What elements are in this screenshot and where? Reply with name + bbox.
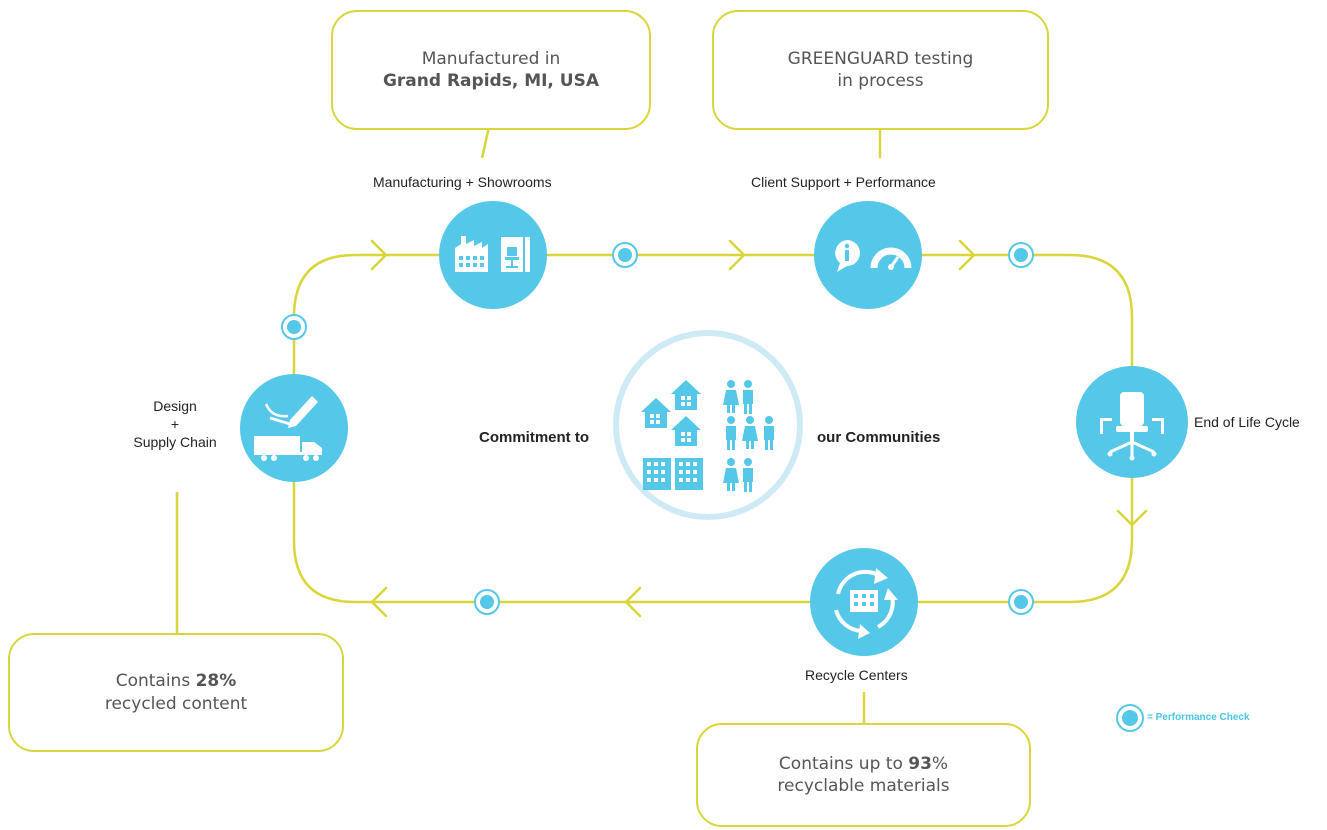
- stage-recycle-node: [810, 548, 918, 656]
- stage-label-design-line1: Design: [153, 398, 197, 414]
- center-label-left: Commitment to: [479, 429, 589, 446]
- performance-check-icon: [474, 589, 500, 615]
- callout-recycled-content: Contains 28% recycled content: [8, 633, 344, 752]
- stage-label-end-of-life: End of Life Cycle: [1194, 414, 1300, 430]
- chevron-left-icon: [624, 586, 642, 618]
- stage-label-design-line2: +: [170, 416, 180, 432]
- callout-recyclable-materials: Contains up to 93% recyclable materials: [696, 723, 1031, 827]
- chevron-right-icon: [728, 239, 746, 271]
- callout-greenguard-line1: GREENGUARD testing: [787, 48, 974, 69]
- callout-manufactured: Manufactured in Grand Rapids, MI, USA: [331, 10, 651, 130]
- performance-check-icon: [1008, 589, 1034, 615]
- showroom-chair-icon: [501, 237, 530, 272]
- callout-recyclable-prefix: Contains up to: [778, 753, 909, 774]
- performance-check-markers: [281, 242, 1034, 615]
- office-chair-icon: [1100, 392, 1164, 461]
- performance-check-icon: [281, 314, 307, 340]
- stage-manufacturing-node: [439, 201, 547, 309]
- callout-manufactured-location: Grand Rapids, MI, USA: [382, 71, 600, 91]
- stage-label-design: Design + Supply Chain: [120, 397, 230, 451]
- callout-recycled-value: 28%: [195, 671, 237, 692]
- stage-label-client-support: Client Support + Performance: [751, 174, 936, 190]
- people-icon: [723, 380, 774, 492]
- callout-recycled-line1: Contains 28%: [116, 670, 237, 692]
- callout-recyclable-value: 93: [908, 753, 932, 774]
- stage-client-support-node: [814, 201, 922, 309]
- speedometer-icon: [870, 247, 912, 270]
- chevron-down-icon: [1116, 509, 1148, 527]
- legend-label: = Performance Check: [1147, 712, 1250, 723]
- chevron-right-icon: [370, 239, 388, 271]
- callout-recyclable-suffix: %: [931, 753, 949, 774]
- performance-check-icon: [1008, 242, 1034, 268]
- stage-label-manufacturing: Manufacturing + Showrooms: [373, 174, 552, 190]
- stage-end-of-life-node: [1076, 366, 1188, 478]
- connector-manufactured: [480, 126, 491, 159]
- stage-design-node: [240, 374, 348, 482]
- stage-label-design-line3: Supply Chain: [133, 434, 217, 450]
- truck-icon: [254, 436, 322, 461]
- legend-performance-check-icon: [1116, 704, 1144, 732]
- buildings-icon: [643, 458, 703, 490]
- info-icon: [835, 240, 860, 272]
- houses-icon: [641, 380, 701, 446]
- lifecycle-loop: [292, 253, 1134, 604]
- community-node: [613, 330, 803, 520]
- callout-recycled-prefix: Contains: [115, 671, 196, 692]
- callout-recyclable-line1: Contains up to 93%: [779, 753, 948, 775]
- recycle-building-icon: [834, 568, 898, 639]
- callout-greenguard: GREENGUARD testing in process: [712, 10, 1049, 130]
- factory-icon: [455, 236, 488, 272]
- callout-greenguard-line2: in process: [837, 71, 924, 91]
- callout-manufactured-line1: Manufactured in: [421, 48, 561, 69]
- stage-label-recycle: Recycle Centers: [805, 667, 908, 683]
- callout-recyclable-line2: recyclable materials: [777, 776, 950, 796]
- chevron-left-icon: [370, 586, 388, 618]
- chevron-right-icon: [958, 239, 976, 271]
- callout-recycled-line2: recycled content: [104, 693, 248, 714]
- pencil-icon: [264, 396, 318, 428]
- performance-check-icon: [612, 242, 638, 268]
- center-label-right: our Communities: [817, 429, 941, 446]
